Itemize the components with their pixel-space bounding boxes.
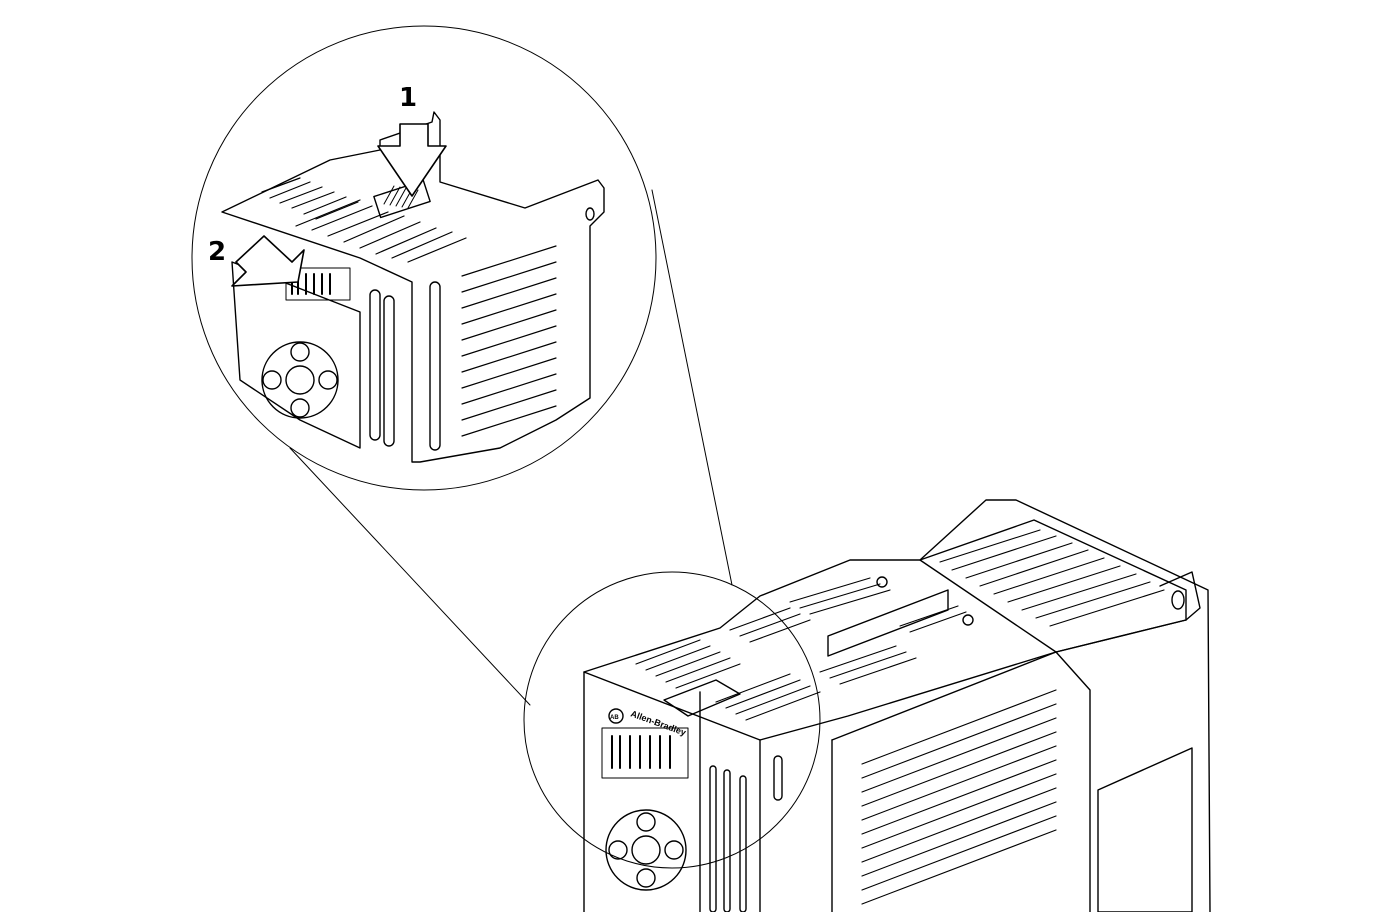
connector-line-left [289, 447, 531, 706]
magnified-detail-circle [191, 25, 657, 491]
zoom-digit-display [285, 267, 351, 301]
mounting-hole [1171, 590, 1185, 610]
heatsink-fins [939, 529, 1165, 627]
heatsink-block [919, 519, 1187, 653]
arrow-2 [231, 235, 305, 287]
side-panel-outline [831, 651, 1091, 913]
zoom-cover-outline [221, 111, 605, 463]
ab-logo-circle [608, 708, 624, 724]
drive-digit-display [601, 727, 689, 779]
zoom-front-panel [231, 261, 361, 449]
drive-keypad [605, 809, 687, 891]
brand-label: Allen-Bradley [629, 708, 687, 737]
side-recess [1097, 747, 1193, 913]
drive-cover-latch [663, 679, 741, 717]
connector-line-right [651, 189, 733, 586]
drive-display-segments [611, 735, 671, 769]
source-detail-circle [523, 571, 821, 869]
drive-outline [583, 499, 1211, 913]
magnifier [191, 25, 821, 869]
drive-top-plate [583, 619, 1187, 741]
drive-top-vents [635, 577, 967, 721]
top-screw-1 [876, 576, 888, 588]
drive-front-slots [709, 755, 783, 913]
zoom-cover-latch [373, 179, 431, 219]
drive-body [583, 499, 1211, 913]
top-pocket [827, 589, 949, 657]
arrow-1 [377, 123, 447, 197]
zoom-top-vents [261, 177, 467, 263]
callout-2-label: 2 [208, 237, 226, 267]
zoom-side-slots [369, 281, 441, 451]
zoom-keypad [261, 341, 339, 419]
top-screw-2 [962, 614, 974, 626]
drive-side-grille [861, 689, 1057, 905]
zoom-mounting-hole [585, 207, 595, 221]
zoom-latch-ridges [383, 185, 419, 209]
callout-1-label: 1 [399, 83, 417, 113]
ab-logo-text: AB [610, 715, 619, 721]
zoomed-drive-top [221, 111, 605, 463]
mounting-tab [1159, 571, 1201, 621]
zoom-side-grille [461, 245, 557, 437]
